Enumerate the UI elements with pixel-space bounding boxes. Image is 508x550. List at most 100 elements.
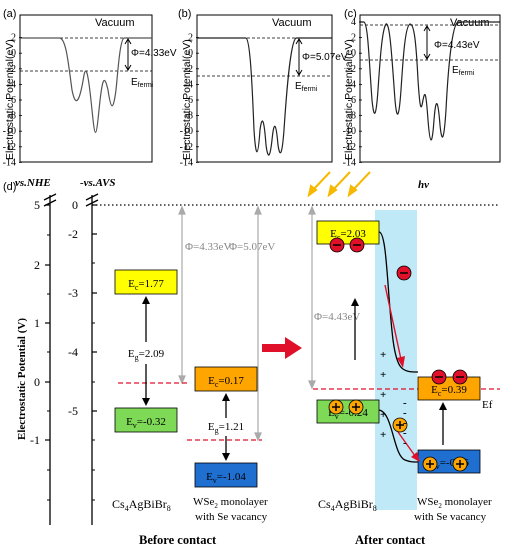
avs-label: -vs.AVS	[80, 177, 116, 189]
panel-a-frame	[19, 14, 153, 163]
phi-label-a: Φ=4.33eV	[131, 48, 177, 59]
top-tick-label: -10	[180, 126, 193, 137]
avs-tick-label: -3	[68, 286, 78, 300]
svg-text:-: -	[403, 407, 407, 419]
hole-icon	[422, 456, 438, 472]
avs-tick-label: 0	[72, 198, 78, 212]
phi-label-c: Φ=4.43eV	[434, 40, 480, 51]
avs-tick-label: -2	[68, 227, 78, 241]
avs-ticks: 0-2-3-4-5	[68, 198, 97, 501]
electron-icon	[452, 369, 468, 385]
top-tick-label: 0	[351, 48, 356, 59]
nhe-tick-label: 5	[34, 198, 40, 212]
hole-icon	[392, 417, 408, 433]
w-name-before-1: WSe2 monolayer	[193, 496, 268, 510]
top-tick-label: -4	[348, 79, 356, 90]
svg-text:-: -	[403, 397, 407, 409]
svg-text:+: +	[380, 389, 386, 401]
panel-d-label: (d)	[3, 181, 16, 193]
w-ec-label-before: Ec=0.17	[208, 375, 244, 389]
ef-label: Ef	[482, 399, 493, 411]
cs-ec-box-after	[316, 220, 380, 245]
phi-before-w: Φ=5.07eV	[229, 241, 275, 253]
svg-text:+: +	[380, 349, 386, 361]
top-tick-label: 0	[188, 48, 193, 59]
light-arrows	[307, 171, 371, 198]
svg-text:-: -	[403, 427, 407, 439]
top-tick-label: -8	[185, 111, 193, 122]
top-tick-label: -6	[185, 95, 193, 106]
d-y-axis-label: Electrostatic Potential (V)	[16, 318, 28, 440]
top-tick-label: -14	[343, 157, 356, 168]
nhe-tick-label: 0	[34, 375, 40, 389]
transition-arrow	[262, 337, 302, 359]
interface-charges: +++++ -----	[380, 349, 407, 449]
panel-b-frame	[196, 14, 333, 163]
nhe-label: vs.NHE	[15, 177, 51, 189]
w-eg-label: Eg=1.21	[208, 421, 244, 435]
top-tick-label: 2	[188, 33, 193, 44]
top-tick-label: -2	[348, 64, 356, 75]
electron-icon	[329, 237, 345, 253]
nhe-tick-label: 1	[34, 316, 40, 330]
w-name-after-2: with Se vacancy	[414, 511, 487, 523]
top-tick-label: -14	[180, 157, 193, 168]
cs-ev-label: Ev=-0.32	[126, 416, 166, 430]
fermi-label-c: Efermi	[452, 65, 475, 77]
w-ev-label-before: Ev=-1.04	[206, 471, 246, 485]
top-tick-label: -4	[8, 79, 16, 90]
hv-label: hv	[418, 179, 429, 191]
top-y-axis-label-c: Electrostatic Potential(eV)	[343, 39, 355, 160]
hole-icon	[328, 399, 344, 415]
top-tick-label: -12	[3, 142, 16, 153]
svg-text:+: +	[380, 429, 386, 441]
phi-label-b: Φ=5.07eV	[302, 52, 348, 63]
electron-icon	[349, 237, 365, 253]
cs-ec-label: Ec=1.77	[128, 278, 164, 292]
w-name-before-2: with Se vacancy	[195, 511, 268, 523]
svg-text:-: -	[403, 437, 407, 449]
cs-ec-label-after: Ec=2.03	[330, 228, 366, 242]
phi-after: Φ=4.43eV	[314, 311, 360, 323]
vacuum-label-c: Vacuum	[450, 17, 490, 29]
holes	[328, 399, 468, 472]
interface-region	[375, 210, 417, 510]
w-ec-box-before	[194, 366, 258, 392]
top-tick-label: -8	[348, 111, 356, 122]
top-tick-label: -4	[185, 79, 193, 90]
top-tick-label: -8	[8, 111, 16, 122]
avs-tick-label: -5	[68, 404, 78, 418]
potential-curve-a	[20, 37, 152, 134]
fermi-label-a: Efermi	[131, 77, 154, 89]
top-tick-label: 2	[351, 33, 356, 44]
electron-icon	[396, 265, 412, 281]
after-contact-title: After contact	[355, 533, 426, 547]
top-tick-label: 2	[11, 33, 16, 44]
cs-eg-label: Eg=2.09	[128, 348, 165, 362]
top-tick-label: 0	[11, 48, 16, 59]
panel-c-label: (c)	[344, 8, 357, 20]
top-tick-label: -12	[180, 142, 193, 153]
cs-name-before: Cs4AgBiBr8	[112, 497, 171, 513]
vacuum-label-a: Vacuum	[95, 17, 135, 29]
top-tick-label: -6	[348, 95, 356, 106]
cs-name-after: Cs4AgBiBr8	[318, 497, 377, 513]
top-tick-label: -6	[8, 95, 16, 106]
top-tick-label: -10	[3, 126, 16, 137]
cs-ev-box	[114, 407, 178, 433]
w-name-after-1: WSe2 monolayer	[417, 496, 492, 510]
top-y-axis-label-b: Electrostatic Potential(eV)	[181, 39, 193, 160]
fermi-label-b: Efermi	[295, 81, 318, 93]
svg-text:+: +	[380, 409, 386, 421]
top-tick-label: -2	[185, 64, 193, 75]
cs-ec-box	[114, 269, 178, 295]
w-ev-box-before	[194, 462, 258, 488]
phi-before-cs: Φ=4.33eV	[185, 241, 231, 253]
hole-icon	[452, 456, 468, 472]
svg-text:-: -	[403, 417, 407, 429]
panel-c: (c) Vacuum Φ=4.43eV Efermi	[344, 8, 501, 163]
potential-curve-c	[360, 21, 500, 141]
